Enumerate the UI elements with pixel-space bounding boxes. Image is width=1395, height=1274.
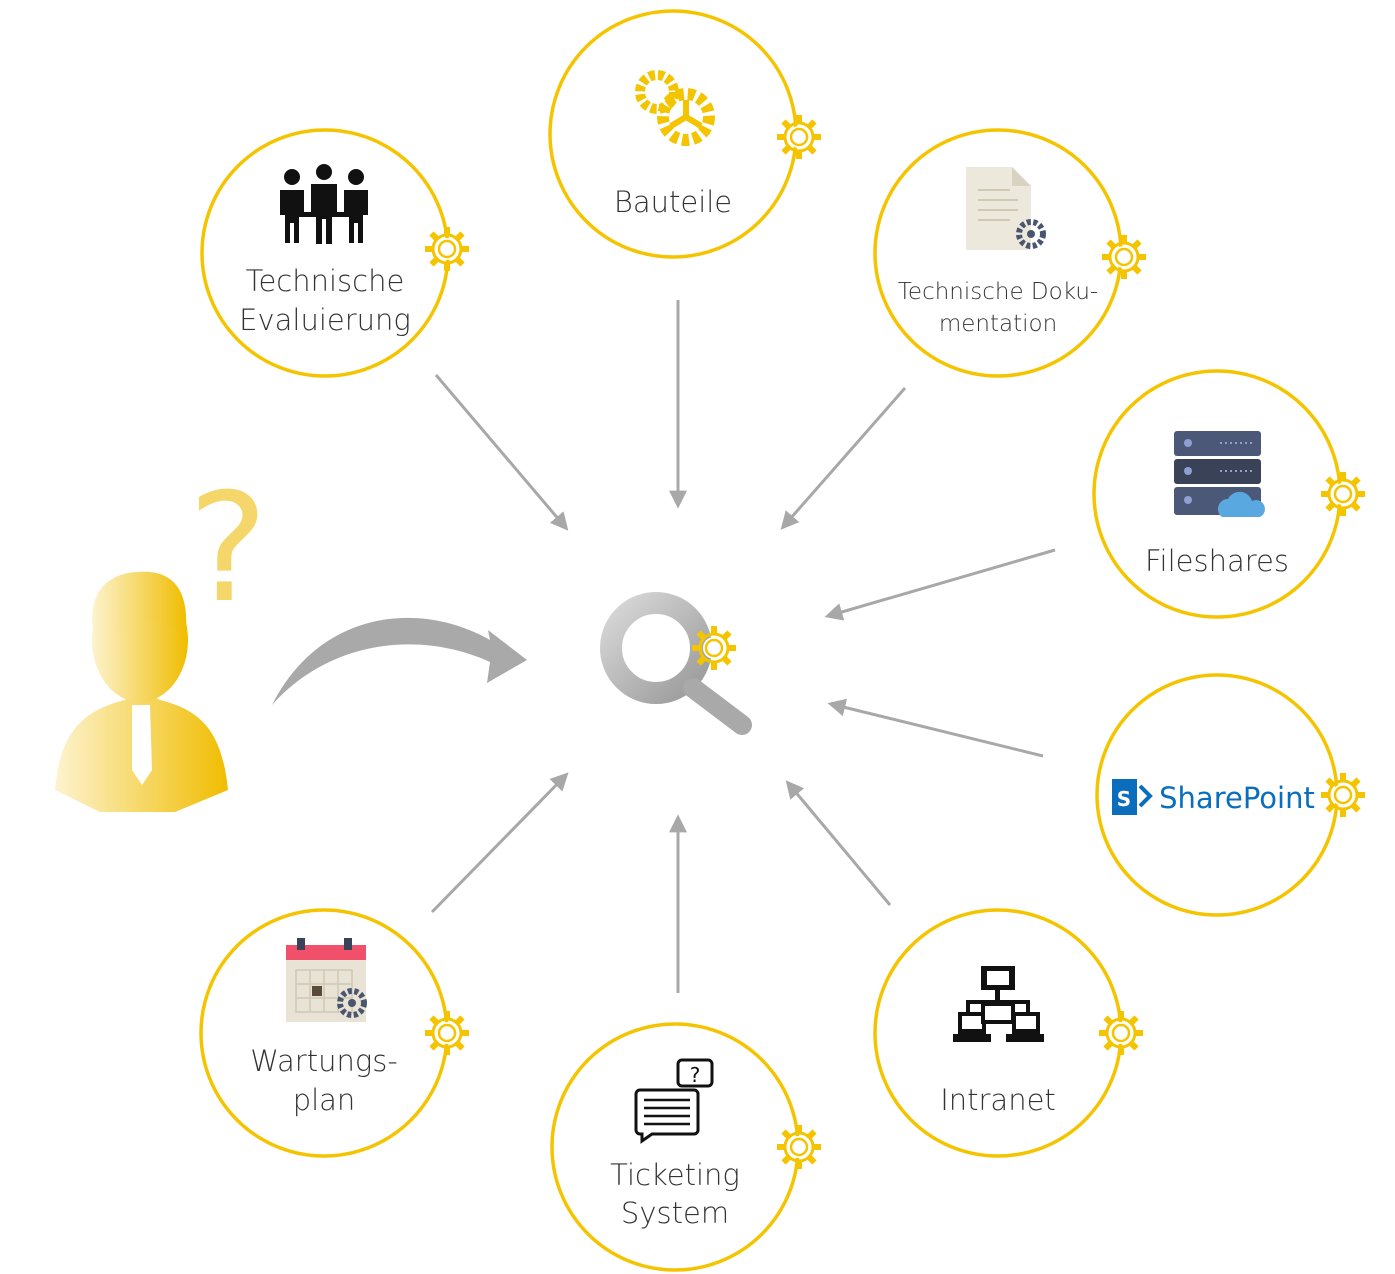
label-evaluierung-1: Technische [246,264,405,298]
arrow-intranet [785,780,892,906]
server-cloud-icon [1174,431,1265,517]
question-mark: ? [188,462,268,636]
arrow-dokumentation [780,387,907,530]
node-dokumentation [873,128,1123,378]
gears-icon [635,70,715,146]
arrows [430,300,1056,993]
arrow-evaluierung [434,374,569,531]
svg-text:?: ? [690,1063,701,1087]
label-sharepoint: SharePoint [1159,781,1315,815]
label-wartungsplan-1: Wartungs- [250,1044,398,1078]
sharepoint-logo-icon: S [1112,779,1153,815]
arrow-fileshares [824,548,1056,621]
arrow-sharepoint [827,698,1044,758]
node-intranet [873,908,1123,1158]
chat-question-icon: ? [634,1058,714,1144]
label-fileshares: Fileshares [1145,544,1289,578]
label-evaluierung-2: Evaluierung [239,303,411,337]
label-bauteile: Bauteile [614,185,732,219]
label-dokumentation-1: Technische Doku- [898,279,1098,305]
document-icon [966,167,1046,250]
label-wartungsplan-2: plan [293,1083,356,1117]
calendar-icon [286,938,367,1022]
curved-arrow-icon [272,617,527,705]
person-icon: ? [55,462,268,812]
svg-text:S: S [1117,787,1131,811]
label-dokumentation-2: mentation [939,311,1057,337]
meeting-icon [280,164,368,244]
search-engine-icon [600,592,752,735]
label-ticketing-1: Ticketing [610,1158,740,1192]
label-intranet: Intranet [940,1083,1056,1117]
label-ticketing-2: System [621,1196,729,1230]
network-icon [953,966,1044,1042]
arrow-wartungsplan [430,772,569,914]
node-ticketing [550,1022,800,1272]
